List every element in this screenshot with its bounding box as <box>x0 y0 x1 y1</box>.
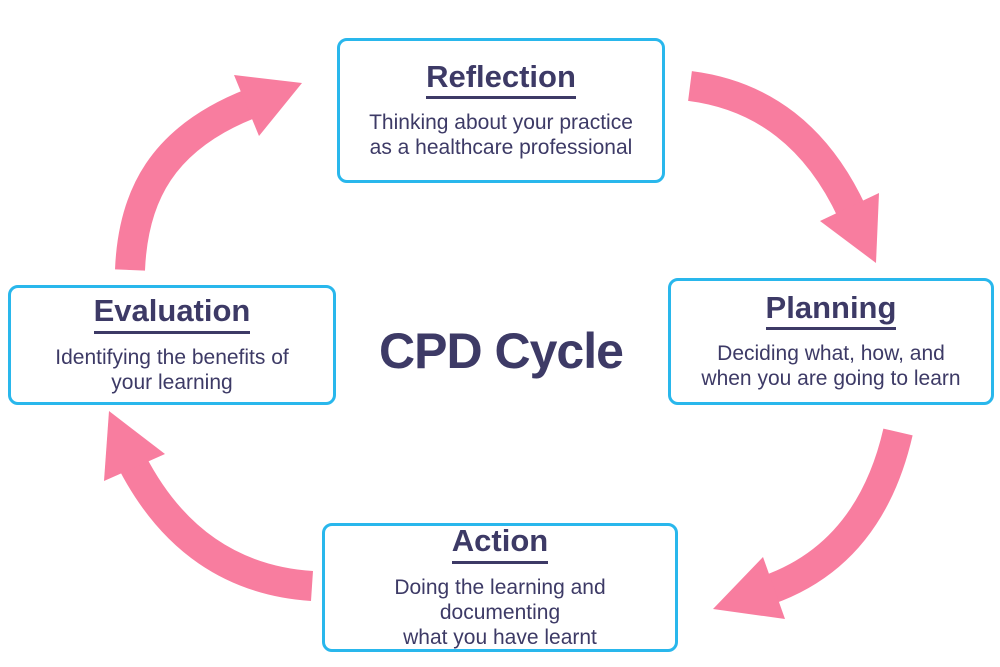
stage-description-planning: Deciding what, how, and when you are goi… <box>701 342 961 391</box>
stage-description-action: Doing the learning and documenting what … <box>394 575 606 649</box>
arrow-evaluation-to-reflection <box>115 75 302 271</box>
arrow-planning-to-action <box>713 428 913 619</box>
arrow-action-to-evaluation-head-icon <box>104 411 165 481</box>
stage-box-reflection: Reflection Thinking about your practice … <box>337 38 665 183</box>
arrow-evaluation-to-reflection-body <box>115 89 258 271</box>
arrow-evaluation-to-reflection-head-icon <box>234 75 302 136</box>
stage-title-reflection: Reflection <box>426 60 576 100</box>
stage-title-action: Action <box>451 524 549 564</box>
arrow-planning-to-action-head-icon <box>713 557 785 619</box>
diagram-title: CPD Cycle <box>379 323 624 379</box>
arrow-planning-to-action-body <box>762 428 913 605</box>
stage-title-planning: Planning <box>765 291 897 331</box>
stage-description-evaluation: Identifying the benefits of your learnin… <box>55 345 289 394</box>
stage-box-evaluation: Evaluation Identifying the benefits of y… <box>8 285 336 405</box>
stage-description-reflection: Thinking about your practice as a health… <box>369 111 633 160</box>
stage-box-action: Action Doing the learning and documentin… <box>322 523 678 652</box>
arrow-reflection-to-planning-body <box>687 71 866 219</box>
arrow-action-to-evaluation <box>104 411 314 601</box>
arrow-action-to-evaluation-body <box>118 455 314 601</box>
arrow-reflection-to-planning <box>687 71 879 263</box>
arrow-reflection-to-planning-head-icon <box>820 193 879 263</box>
stage-box-planning: Planning Deciding what, how, and when yo… <box>668 278 994 405</box>
stage-title-evaluation: Evaluation <box>93 294 251 334</box>
